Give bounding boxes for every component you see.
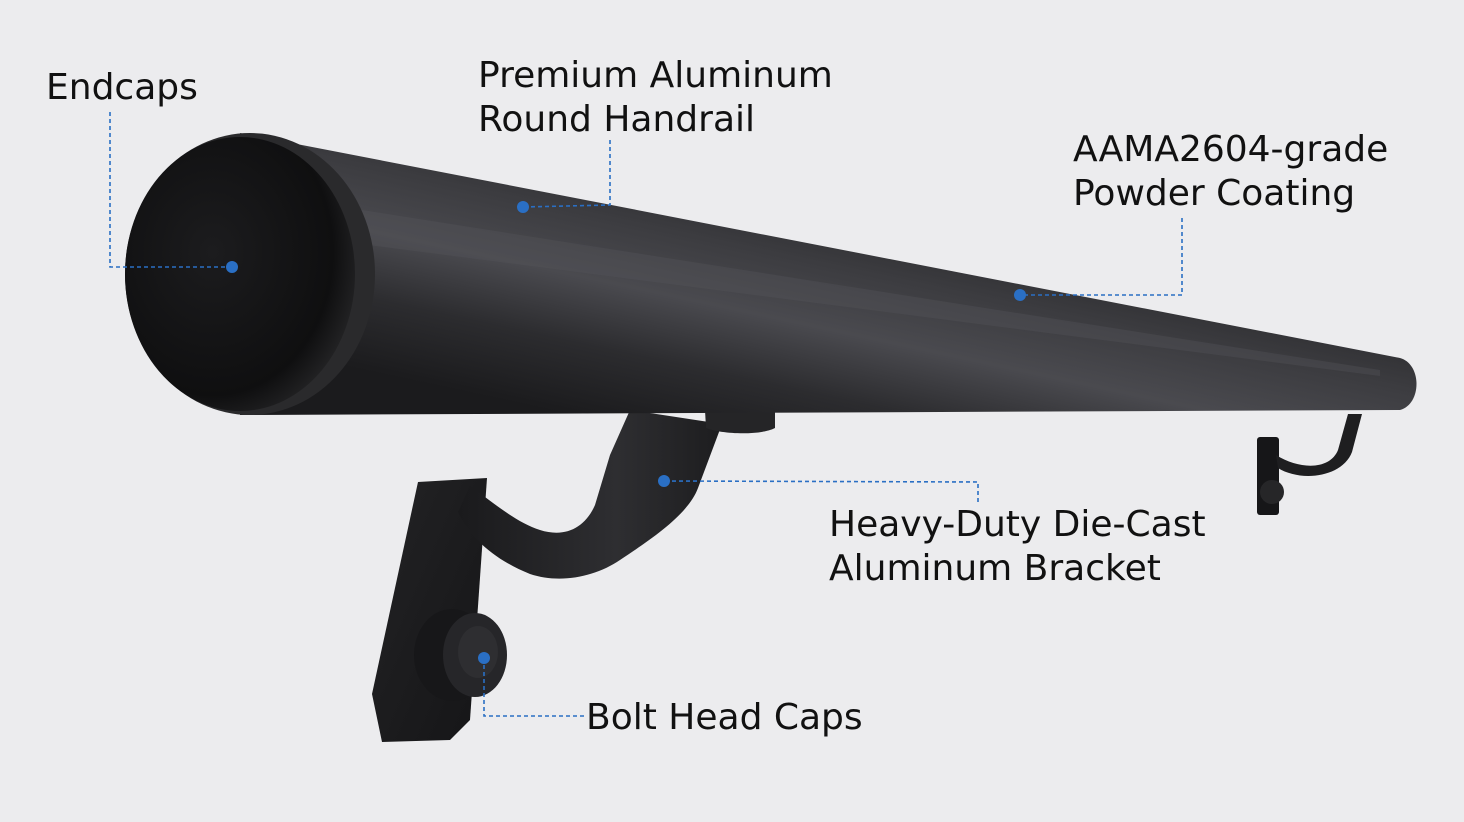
callout-bracket-line-1: Heavy-Duty Die-Cast [829,504,1206,545]
dot-handrail [517,201,529,213]
callout-bracket: Heavy-Duty Die-Cast Aluminum Bracket [829,503,1206,591]
bracket-arm [458,410,722,579]
leader-bracket [663,480,979,502]
bolt-head-cap [414,609,507,701]
callout-coating-line-1: AAMA2604-grade [1073,129,1389,170]
anchor-dots [226,201,1026,664]
callout-bolt-caps: Bolt Head Caps [586,696,863,740]
handrail-tube [240,133,1417,415]
dot-endcaps [226,261,238,273]
callout-coating: AAMA2604-grade Powder Coating [1073,128,1388,216]
bracket-saddle [705,410,775,434]
leader-coating [1020,218,1183,296]
callout-handrail-line-1: Premium Aluminum [478,55,833,96]
dot-coating [1014,289,1026,301]
endcap-face [125,137,355,411]
leader-bolt-caps [483,658,584,717]
callout-endcaps-line-1: Endcaps [46,67,198,108]
callout-handrail-line-2: Round Handrail [478,99,756,140]
dot-bolt-caps [478,652,490,664]
dot-bracket [658,475,670,487]
handrail-highlight [330,205,1380,376]
callout-coating-line-2: Powder Coating [1073,173,1356,214]
far-bracket-arm [1276,414,1362,476]
callout-endcaps: Endcaps [46,66,198,110]
callout-bracket-line-2: Aluminum Bracket [829,548,1161,589]
far-bolt-cap [1260,480,1284,504]
leader-endcaps [109,112,232,268]
leader-lines [109,112,1183,717]
leader-handrail [522,140,611,208]
far-bracket [1257,414,1362,515]
callout-handrail: Premium Aluminum Round Handrail [478,54,833,142]
callout-bolt-caps-line-1: Bolt Head Caps [586,697,863,738]
